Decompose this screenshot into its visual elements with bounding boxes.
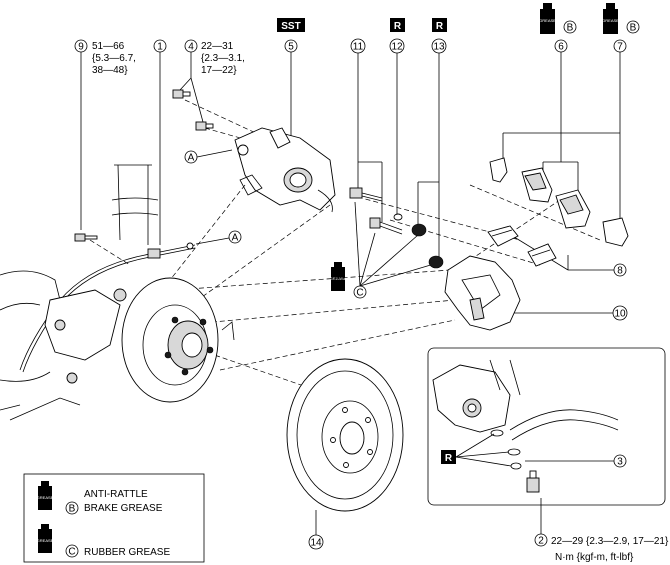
torque-spec-2: 22—29 {2.3—2.9, 17—21} bbox=[551, 536, 669, 547]
svg-text:GREASE: GREASE bbox=[330, 276, 347, 281]
svg-text:{5.3—6.7,: {5.3—6.7, bbox=[92, 53, 136, 64]
grease-tube-icon: GREASE B bbox=[539, 3, 577, 34]
svg-text:B: B bbox=[69, 504, 76, 515]
svg-text:4: 4 bbox=[188, 42, 194, 53]
svg-text:SST: SST bbox=[281, 21, 300, 32]
sst-badge: SST bbox=[277, 18, 305, 32]
svg-text:14: 14 bbox=[310, 538, 322, 549]
bolt-4 bbox=[172, 89, 191, 99]
svg-text:A: A bbox=[232, 233, 239, 244]
svg-text:38—48}: 38—48} bbox=[92, 65, 128, 76]
guide-pin bbox=[349, 187, 383, 202]
grease-tube-icon: GREASE bbox=[37, 481, 54, 510]
svg-text:GREASE: GREASE bbox=[602, 18, 619, 23]
shim bbox=[489, 157, 508, 183]
callout-9: 9 bbox=[74, 39, 88, 53]
callout-10: 10 bbox=[612, 305, 628, 321]
bolt-4 bbox=[195, 121, 214, 131]
hose-inset bbox=[427, 347, 666, 506]
brake-pad bbox=[521, 167, 553, 203]
svg-text:B: B bbox=[630, 23, 637, 34]
callout-6: 6 bbox=[554, 39, 568, 53]
callout-1: 1 bbox=[153, 39, 167, 53]
legend-b-line2: BRAKE GREASE bbox=[84, 503, 163, 514]
svg-text:A: A bbox=[188, 153, 195, 164]
shim bbox=[602, 217, 629, 247]
svg-text:{2.3—3.1,: {2.3—3.1, bbox=[201, 53, 245, 64]
brake-pad bbox=[555, 189, 591, 229]
svg-text:17—22}: 17—22} bbox=[201, 65, 237, 76]
boot-13 bbox=[411, 223, 444, 269]
callout-14: 14 bbox=[308, 534, 324, 550]
grease-tube-icon: GREASE bbox=[37, 524, 54, 553]
callout-letter-c: C bbox=[353, 285, 367, 299]
legend-b-line1: ANTI-RATTLE bbox=[84, 489, 148, 500]
caliper-bracket bbox=[444, 255, 521, 331]
svg-text:22—31: 22—31 bbox=[201, 41, 234, 52]
svg-text:GREASE: GREASE bbox=[37, 538, 54, 543]
callout-8: 8 bbox=[613, 263, 627, 277]
torque-units: N·m {kgf-m, ft-lbf} bbox=[555, 552, 634, 563]
bolt-9 bbox=[74, 233, 98, 242]
svg-text:2: 2 bbox=[538, 536, 544, 547]
legend-c-line1: RUBBER GREASE bbox=[84, 547, 170, 558]
svg-text:6: 6 bbox=[558, 42, 564, 53]
svg-text:R: R bbox=[436, 21, 444, 32]
pad-clip bbox=[527, 243, 557, 267]
guide-pin bbox=[369, 217, 403, 235]
brake-disc bbox=[286, 358, 404, 512]
callout-letter-a: A bbox=[184, 150, 198, 164]
knuckle-assembly bbox=[0, 270, 235, 421]
svg-text:9: 9 bbox=[78, 42, 84, 53]
grease-legend: GREASE B ANTI-RATTLE BRAKE GREASE GREASE… bbox=[23, 473, 205, 563]
svg-text:C: C bbox=[356, 288, 363, 299]
callout-3: 3 bbox=[613, 454, 627, 468]
svg-text:51—66: 51—66 bbox=[92, 41, 125, 52]
pad-clip bbox=[487, 225, 519, 247]
grease-tube-icon: GREASE B bbox=[602, 3, 640, 34]
svg-text:8: 8 bbox=[617, 266, 623, 277]
svg-text:R: R bbox=[445, 453, 453, 464]
svg-text:12: 12 bbox=[391, 42, 403, 53]
callout-11: 11 bbox=[350, 38, 366, 54]
svg-text:5: 5 bbox=[288, 42, 294, 53]
r-badge-13: R bbox=[432, 18, 447, 32]
svg-text:13: 13 bbox=[433, 42, 445, 53]
callout-12: 12 bbox=[389, 38, 405, 54]
r-badge-12: R bbox=[390, 18, 405, 32]
callout-4: 4 bbox=[184, 39, 198, 53]
callout-2: 2 bbox=[534, 533, 548, 547]
grease-tube-icon: GREASE bbox=[330, 262, 347, 291]
boot-12 bbox=[393, 213, 403, 221]
torque-spec-4: 22—31 {2.3—3.1, 17—22} bbox=[201, 41, 245, 76]
r-badge-hose: R bbox=[441, 450, 456, 464]
svg-text:GREASE: GREASE bbox=[539, 18, 556, 23]
strut bbox=[111, 164, 159, 245]
svg-text:10: 10 bbox=[614, 309, 626, 320]
svg-text:C: C bbox=[68, 547, 75, 558]
torque-spec-9: 51—66 {5.3—6.7, 38—48} bbox=[92, 41, 136, 76]
svg-text:1: 1 bbox=[157, 42, 163, 53]
callout-letter-a: A bbox=[228, 230, 242, 244]
svg-text:3: 3 bbox=[617, 457, 623, 468]
svg-text:B: B bbox=[567, 23, 574, 34]
svg-text:11: 11 bbox=[353, 42, 364, 53]
callout-7: 7 bbox=[613, 39, 627, 53]
caliper-body bbox=[234, 127, 336, 213]
callout-13: 13 bbox=[431, 38, 447, 54]
svg-text:GREASE: GREASE bbox=[37, 495, 54, 500]
svg-text:7: 7 bbox=[617, 42, 623, 53]
callout-5: 5 bbox=[284, 39, 298, 53]
svg-text:R: R bbox=[394, 21, 402, 32]
